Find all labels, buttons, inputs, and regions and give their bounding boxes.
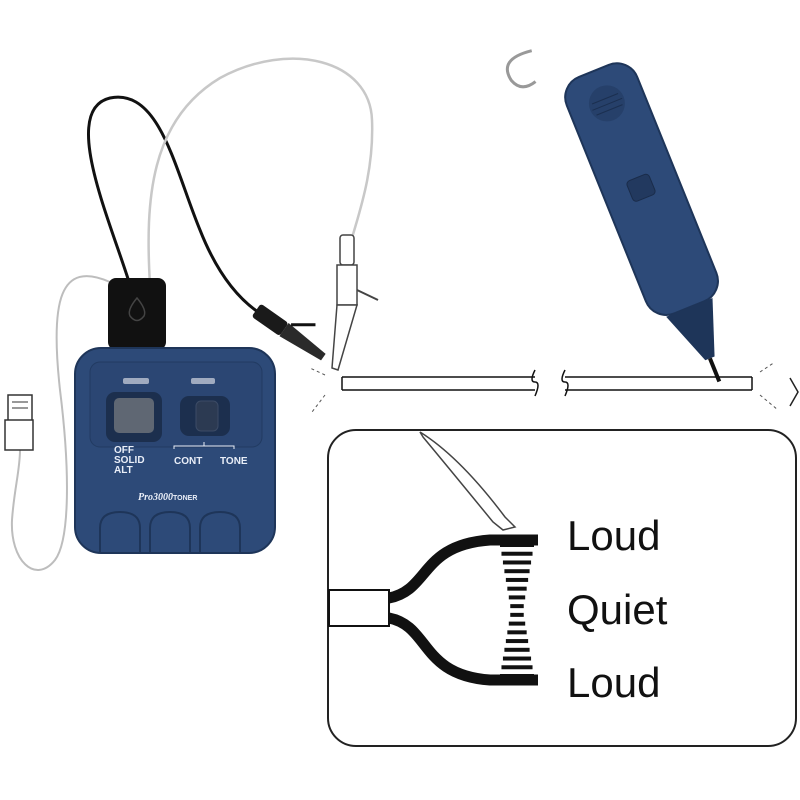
loud-label-top: Loud <box>567 512 661 559</box>
tone-bar <box>500 674 534 678</box>
tone-bar <box>505 577 529 582</box>
cable-under-test <box>309 361 799 413</box>
black-test-lead <box>86 95 259 314</box>
tone-bar <box>504 569 530 574</box>
rj45-cable <box>10 275 111 571</box>
mode-label-alt: ALT <box>114 465 133 476</box>
toner-device <box>74 278 276 554</box>
tone-detail-inset <box>327 429 797 747</box>
switch-label-tone: TONE <box>220 456 248 467</box>
red-alligator-clip-icon <box>331 234 379 371</box>
switch-label-cont: CONT <box>174 456 203 467</box>
red-test-lead <box>147 57 374 286</box>
tone-bar <box>508 595 526 600</box>
tone-bar <box>510 612 524 617</box>
mode-label-off: OFF <box>114 445 134 456</box>
tone-bar <box>510 604 524 609</box>
tone-bar <box>502 656 532 661</box>
tone-strength-bars <box>500 543 534 678</box>
tone-bar <box>505 639 529 644</box>
quiet-label: Quiet <box>567 586 668 633</box>
tone-bar <box>504 647 530 652</box>
brand-suffix: TONER <box>173 495 198 502</box>
tone-probe <box>505 49 722 383</box>
rj45-plug-icon <box>4 394 34 451</box>
toner-brand: Pro3000TONER <box>138 492 197 503</box>
tone-bar <box>507 630 527 635</box>
tone-bar <box>508 621 526 626</box>
tone-bar <box>502 560 532 565</box>
loud-label-bottom: Loud <box>567 659 661 706</box>
mode-label-solid: SOLID <box>114 455 145 466</box>
brand-name: Pro3000 <box>138 492 173 503</box>
tone-bar <box>500 543 534 547</box>
tone-bar <box>501 665 533 670</box>
tone-bar <box>507 586 527 591</box>
black-alligator-clip-icon <box>252 304 326 361</box>
tone-bar <box>501 551 533 556</box>
